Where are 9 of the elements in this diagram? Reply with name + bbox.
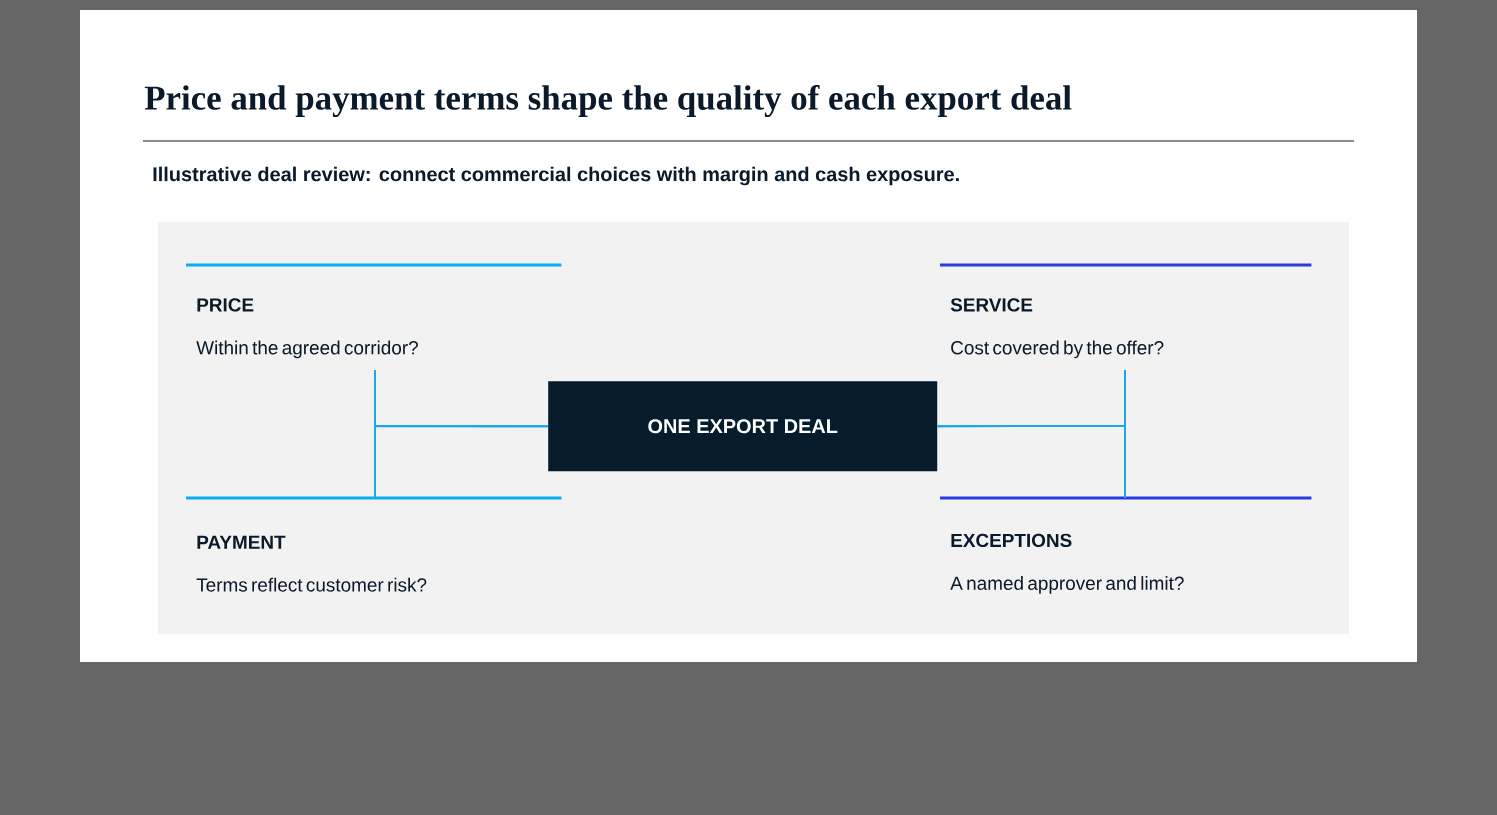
quadrant-band: EXCEPTIONS A named approver and limit? [940,496,1312,594]
quadrant-band: PRICE Within the agreed corridor? [186,263,562,359]
title: Price and payment terms shape the quality of each export deal [144,84,1072,118]
deal-box: ONE EXPORT DEAL [548,381,938,472]
connector-line [374,425,549,499]
quadrant-band: SERVICE Cost covered by the offer? [940,263,1312,359]
quadrant-band: PAYMENT Terms reflect customer risk? [186,496,562,592]
connector-line [936,425,1126,499]
subtitle: Illustrative deal review: connect commercial choices with margin and cash exposure. [153,166,959,186]
